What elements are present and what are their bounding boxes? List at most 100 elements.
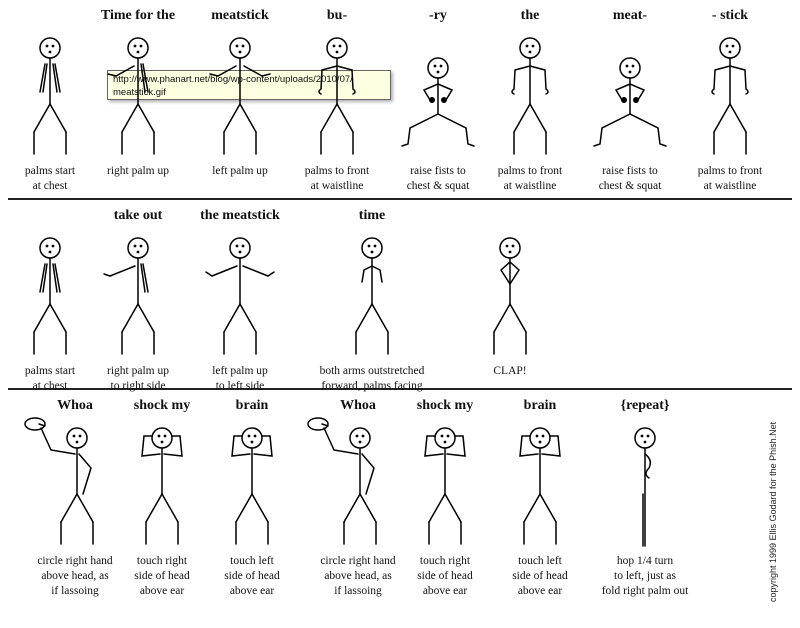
head: [519, 37, 541, 59]
caption-line: raise fists to: [410, 165, 466, 177]
stick-figure-palms-chest: [33, 237, 67, 355]
head: [326, 37, 348, 59]
fist: [621, 97, 627, 103]
limb: [239, 303, 257, 333]
caption-line: touch right: [419, 555, 471, 567]
face-dot: [51, 44, 55, 48]
right-arm: [107, 73, 117, 77]
limb: [444, 493, 462, 523]
limb: [137, 303, 155, 333]
lasso-arrow: [321, 423, 329, 427]
tooltip-url-line2: meatstick.gif: [113, 87, 166, 98]
head: [151, 427, 173, 449]
folded-arm: [644, 453, 652, 479]
head: [39, 237, 61, 259]
face-dot: [725, 44, 729, 48]
face-dot: [235, 44, 239, 48]
face-dot: [643, 440, 647, 444]
head: [66, 427, 88, 449]
face-dot: [433, 64, 437, 68]
left-arm: [729, 65, 749, 95]
face-dot: [728, 50, 732, 54]
caption-line: fold right palm out: [601, 585, 689, 597]
right-arm: [424, 435, 444, 457]
left-arm: [336, 65, 356, 95]
left-arm: [243, 65, 263, 77]
caption-line: above ear: [229, 585, 275, 597]
left-arm: [140, 263, 146, 293]
face-dot: [640, 434, 644, 438]
face-dot: [367, 244, 371, 248]
face-dot: [136, 50, 140, 54]
right-arm: [109, 265, 136, 277]
left-arm: [629, 83, 646, 101]
face-dot: [370, 250, 374, 254]
stick-figure-touch-head: [519, 427, 561, 545]
face-dot: [133, 244, 137, 248]
head: [361, 237, 383, 259]
lyric-label: meatstick: [211, 8, 269, 23]
limb: [523, 493, 541, 523]
face-dot: [525, 44, 529, 48]
face-dot: [238, 250, 242, 254]
left-arm: [163, 435, 183, 457]
left-arm: [529, 65, 549, 95]
face-dot: [440, 434, 444, 438]
face-dot: [531, 44, 535, 48]
caption-line: side of head: [512, 570, 568, 582]
face-dot: [247, 434, 251, 438]
caption-line: at chest: [32, 180, 68, 192]
lyric-label: time: [358, 208, 386, 223]
step-caption: CLAP!: [450, 364, 570, 379]
stick-figure-touch-head: [141, 427, 183, 545]
stick-figure-left-side: [205, 237, 275, 355]
left-arm: [437, 83, 454, 101]
head: [241, 427, 263, 449]
left-arm: [78, 453, 92, 495]
face-dot: [373, 244, 377, 248]
face-dot: [160, 440, 164, 444]
face-dot: [508, 250, 512, 254]
face-dot: [48, 50, 52, 54]
head: [127, 237, 149, 259]
caption-line: above head, as: [41, 570, 109, 582]
right-arm: [323, 427, 359, 455]
limb: [428, 493, 446, 523]
stick-figure-left-palm-up: [209, 37, 271, 155]
caption-line: palms to front: [304, 165, 370, 177]
limb: [493, 303, 511, 333]
limb: [729, 103, 747, 133]
face-dot: [45, 44, 49, 48]
caption-line: to left, just as: [614, 570, 676, 582]
limb: [49, 303, 67, 333]
face-dot: [538, 440, 542, 444]
left-arm: [261, 73, 271, 77]
right-arm: [500, 261, 511, 285]
limb: [137, 103, 155, 133]
stick-figure-palms-front: [711, 37, 749, 155]
head: [127, 37, 149, 59]
caption-line: palms to front: [697, 165, 763, 177]
face-dot: [139, 44, 143, 48]
row-divider: [8, 198, 792, 200]
lyric-label: the meatstick: [200, 208, 280, 223]
face-dot: [446, 434, 450, 438]
lyric-label: Whoa: [57, 398, 93, 413]
right-arm: [361, 265, 373, 283]
right-arm: [318, 65, 338, 95]
caption-line: at waistline: [703, 180, 757, 192]
left-arm: [140, 63, 146, 93]
face-dot: [625, 64, 629, 68]
face-dot: [72, 434, 76, 438]
limb: [539, 493, 557, 523]
